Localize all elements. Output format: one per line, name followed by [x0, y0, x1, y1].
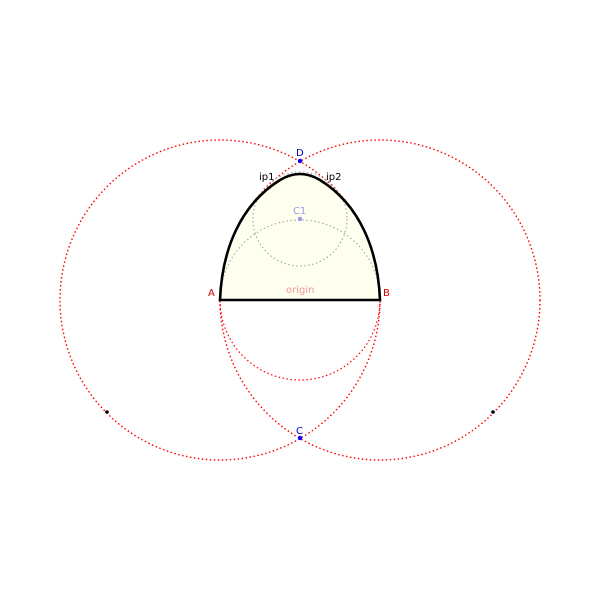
lower-semicircle-arc [219, 299, 381, 381]
arch-outline [218, 172, 382, 302]
label-c1: C1 [293, 206, 306, 217]
label-a: A [208, 288, 215, 299]
point-d [297, 158, 303, 164]
label-ip1: ip1 [259, 172, 275, 183]
point-c [297, 435, 303, 441]
label-d: D [296, 148, 304, 159]
label-b: B [383, 288, 390, 299]
construction-circle-b [219, 139, 541, 461]
helper-circle-c1 [252, 171, 348, 267]
point-right-marker [491, 410, 495, 414]
label-c: C [296, 426, 303, 437]
point-left-marker [105, 410, 109, 414]
label-origin: origin [286, 285, 314, 296]
arch-shape [220, 174, 380, 300]
point-c1 [297, 216, 303, 222]
label-ip2: ip2 [326, 172, 342, 183]
